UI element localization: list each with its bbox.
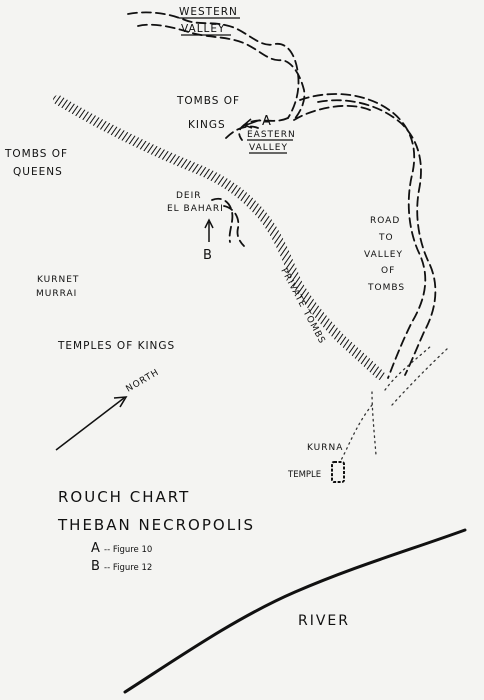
kings-road-b (293, 104, 371, 121)
dotted-track-c (391, 347, 449, 406)
deir-el-bahari-label: DEIR (176, 191, 202, 201)
kurna-label: KURNA (307, 443, 343, 453)
ridge-line (53, 95, 385, 380)
road-label-1: ROAD (370, 216, 400, 226)
kurna-temple-icon (331, 461, 345, 483)
north-arrow-line (55, 397, 125, 451)
north-label: NORTH (125, 368, 162, 395)
legend-title-2: THEBAN NECROPOLIS (57, 516, 255, 534)
tombs-of-kings-label-2: KINGS (188, 119, 226, 131)
north-arrow-icon (113, 396, 128, 408)
valley-of-tombs-road-a (299, 93, 427, 379)
legend-title-1: ROUCH CHART (58, 488, 190, 506)
marker-b-arrowhead-icon (204, 218, 214, 229)
marker-a-label: A (262, 114, 272, 129)
western-valley-road-b (137, 23, 306, 121)
road-label-5: TOMBS (367, 283, 405, 293)
dotted-track-a (371, 391, 377, 456)
river-label: RIVER (298, 613, 350, 629)
valley-of-tombs-road-b (317, 99, 437, 376)
river-line (123, 528, 467, 694)
deir-road-a (211, 197, 234, 243)
road-label-2: TO (378, 233, 394, 243)
kurnet-murrai-label: KURNET (37, 275, 79, 285)
marker-b-label: B (203, 248, 213, 263)
kings-road-a (238, 117, 289, 141)
legend-key-a-letter: A (91, 541, 100, 556)
dotted-track-d (339, 404, 373, 463)
eastern-valley-label: EASTERN (247, 130, 296, 140)
western-valley-road-a (127, 11, 300, 119)
deir-road-b (223, 205, 245, 247)
road-label-3: VALLEY (364, 250, 403, 260)
temples-of-kings-label: TEMPLES OF KINGS (57, 340, 175, 352)
road-label-4: OF (381, 266, 395, 276)
legend-key-b-letter: B (91, 559, 100, 574)
tombs-of-queens-label: TOMBS OF (4, 148, 68, 160)
eastern-valley-label-2: VALLEY (249, 143, 288, 153)
tombs-of-queens-label-2: QUEENS (13, 166, 63, 178)
western-valley-label: WESTERN (179, 6, 238, 18)
temple-label: TEMPLE (287, 470, 321, 480)
legend-key-a-text: -- Figure 10 (104, 545, 152, 555)
western-valley-label-2: VALLEY (181, 23, 225, 35)
legend-key-b-text: -- Figure 12 (104, 563, 152, 573)
private-tombs-label: PRIVATE TOMBS (278, 267, 326, 346)
tombs-of-kings-label: TOMBS OF (176, 95, 240, 107)
eastern-valley-road (225, 125, 259, 139)
legend: ROUCH CHART THEBAN NECROPOLIS A -- Figur… (57, 488, 255, 574)
deir-el-bahari-label-2: EL BAHARI (167, 204, 224, 214)
kurnet-murrai-label-2: MURRAI (36, 289, 77, 299)
dotted-track-b (384, 344, 433, 391)
marker-a-arrowhead-icon (242, 118, 253, 129)
marker-a-arrow (245, 119, 261, 126)
